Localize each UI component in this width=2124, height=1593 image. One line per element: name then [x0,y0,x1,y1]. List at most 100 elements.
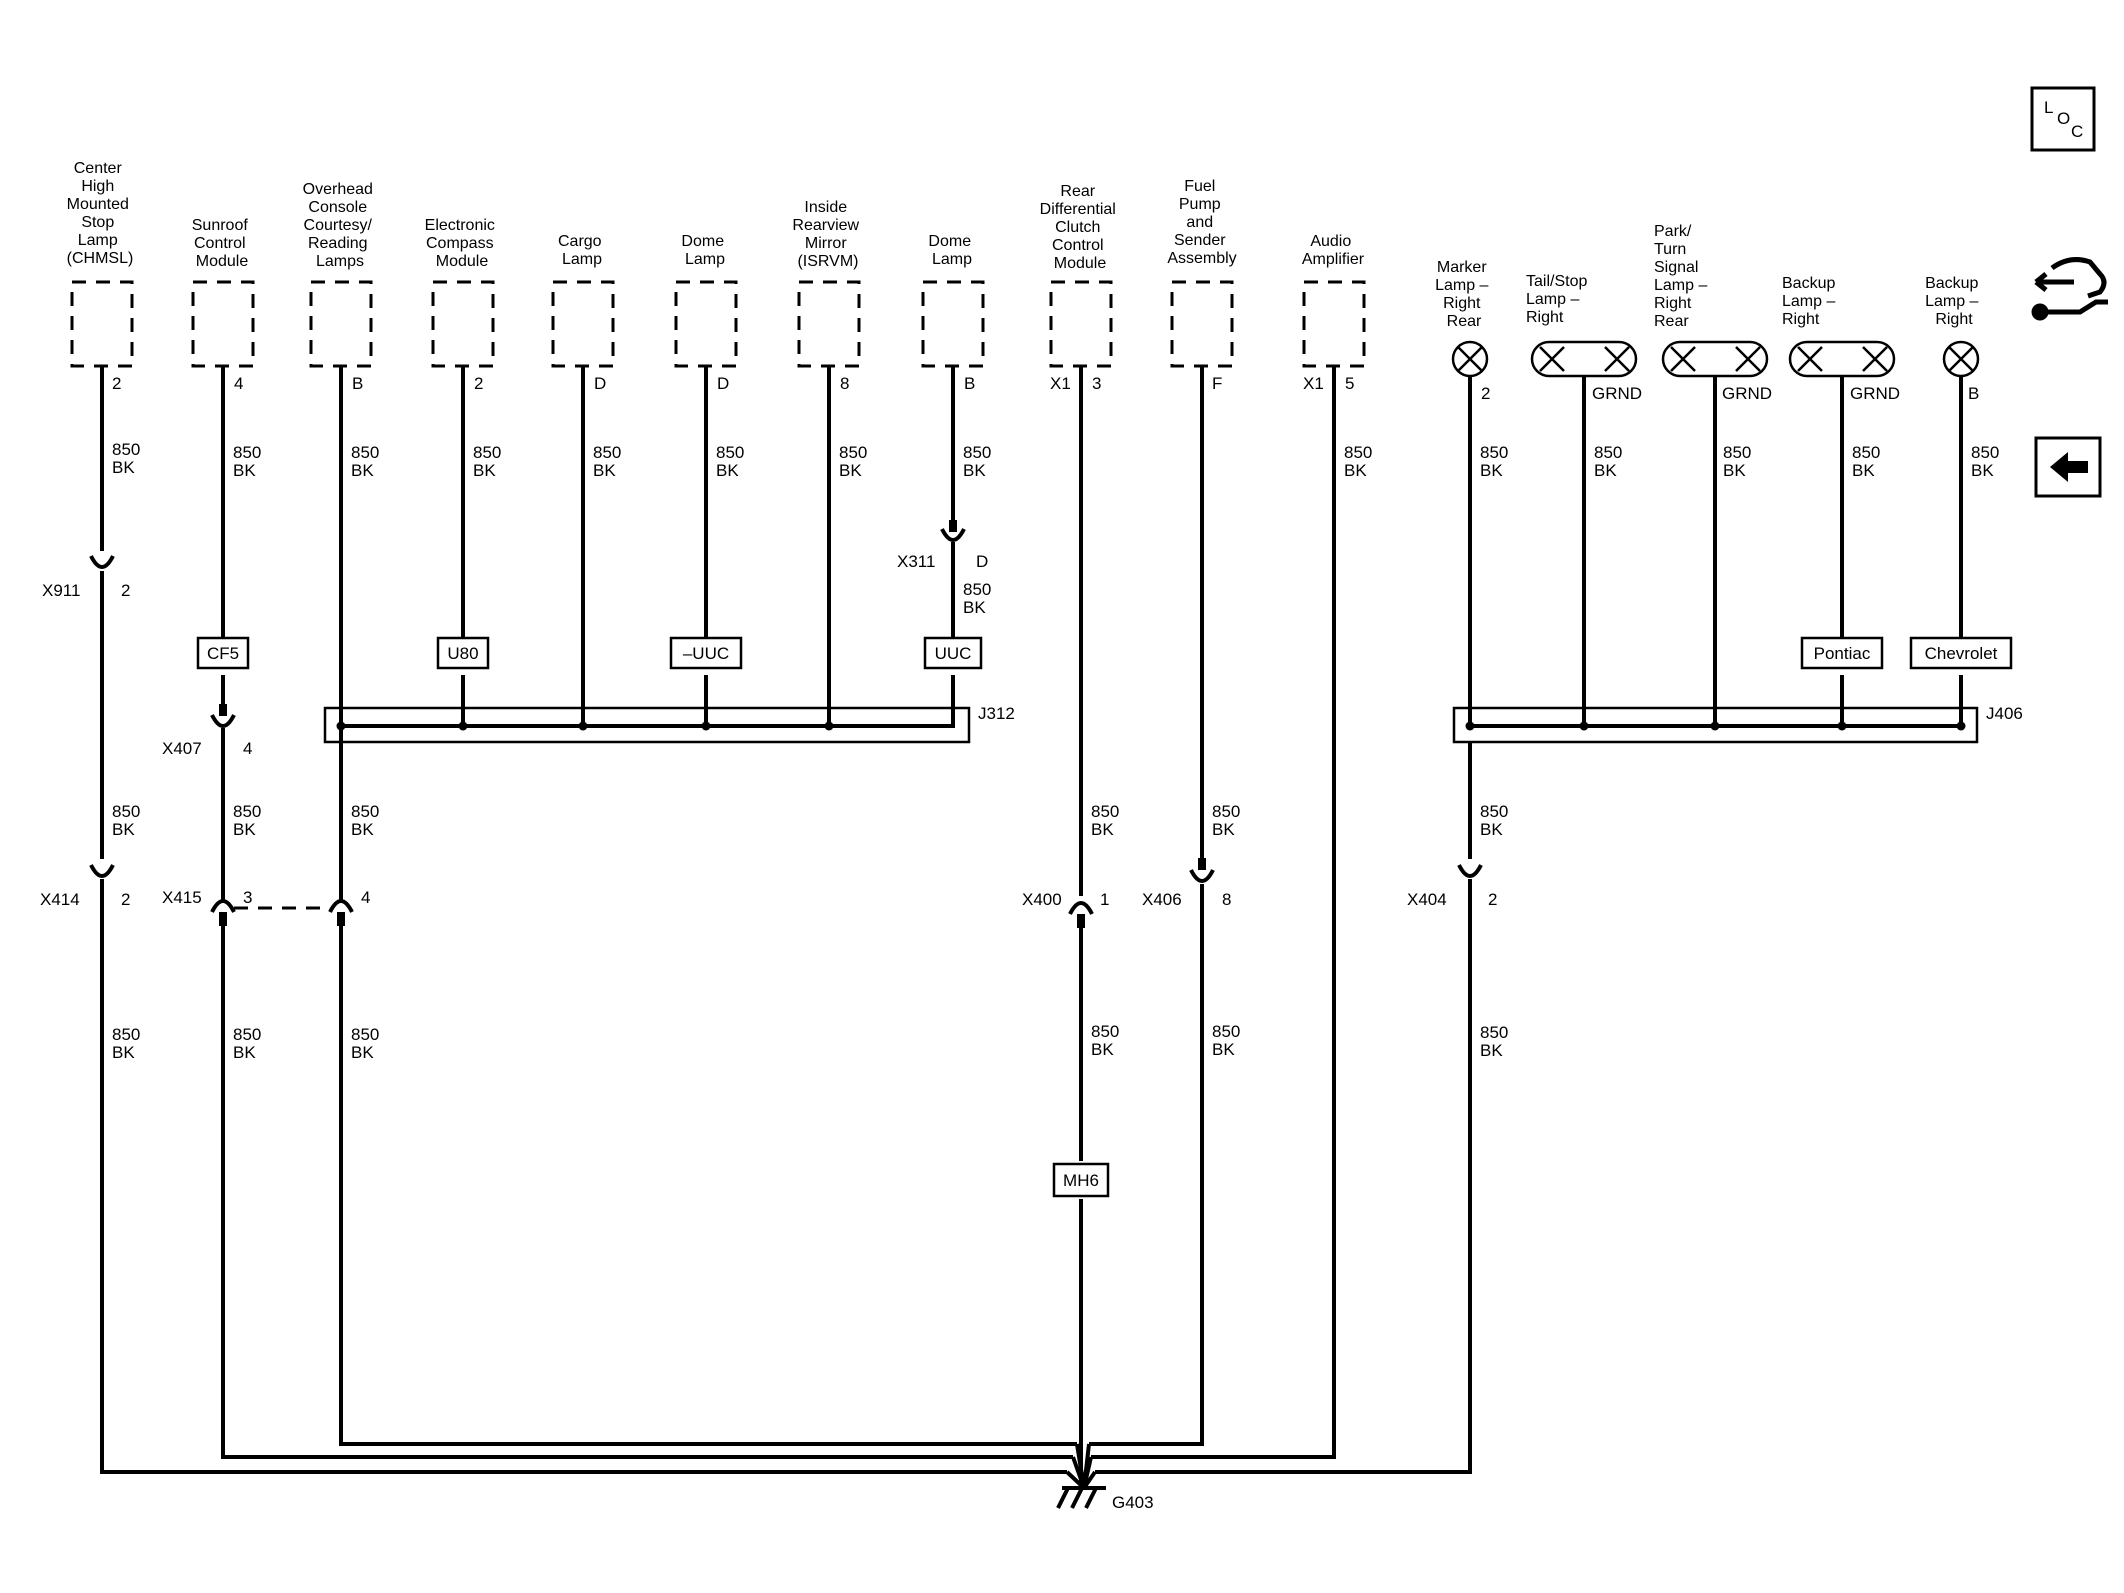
splice-packs [323,706,1979,744]
splice-j312-box [323,706,971,744]
option-chevrolet: Chevrolet [1909,636,2013,670]
box-overhead [309,280,373,368]
conn-x911-pin: 2 [121,581,130,600]
option-cf5: CF5 [196,636,250,670]
conn-x415-name: X415 [162,888,202,907]
conn-x911-name: X911 [42,581,80,600]
option-boxes: CF5 U80 –UUC UUC Pontiac Chevrolet MH6 [196,636,2013,1198]
splice-j312-label: J312 [978,704,1015,723]
connector-x414-icon [89,864,115,878]
component-boxes [70,280,1366,368]
inline-connectors [89,528,1483,915]
box-chmsl [70,280,134,368]
splice-j406-box [1452,706,1979,744]
pin-labels: 2 4 B 2 D D 8 B X1 3 F X1 5 2 GRND GRND … [112,374,1979,403]
label-compass: Electronic Compass Module [425,217,500,270]
label-backup1: Backup Lamp – Right [1782,275,1840,328]
connector-x400-icon [1068,901,1094,915]
option-u80: U80 [436,636,490,670]
label-sunroof: Sunroof Control Module [192,217,253,270]
bulb-marker-icon [1451,340,1489,378]
lamp-symbols [1451,340,1980,378]
conn-x400-name: X400 [1022,890,1062,909]
svg-text:Pontiac: Pontiac [1814,644,1871,663]
conn-x406-pin: 8 [1222,890,1231,909]
svg-text:MH6: MH6 [1063,1171,1099,1190]
box-dome2 [921,280,985,368]
pin-backup1: GRND [1850,384,1900,403]
wire-sunroof [221,366,1073,1459]
pin-backup2: B [1968,384,1979,403]
label-fuel: Fuel Pump and Sender Assembly [1167,178,1236,267]
wire-marker [1095,376,1472,1474]
label-cargo: Cargo Lamp [558,233,606,268]
conn-x400-pin: 1 [1100,890,1109,909]
connector-x406-icon [1189,869,1215,883]
connector-end-view-icon[interactable] [2031,257,2108,321]
wire-audio [1091,366,1336,1459]
option-uuc: UUC [923,636,983,670]
label-audio: Audio Amplifier [1302,233,1365,268]
conn-x404-pin: 2 [1488,890,1497,909]
box-audio [1302,280,1366,368]
connector-x415a-icon [210,899,236,913]
conn-x415-pin4: 4 [361,888,370,907]
label-marker: Marker Lamp – Right Rear [1435,259,1493,330]
pin-chmsl: 2 [112,374,121,393]
wire-overhead [339,366,1077,1446]
label-chmsl: Center High Mounted Stop Lamp (CHMSL) [67,160,134,267]
pin-dome1: D [717,374,729,393]
pin-rdcm: 3 [1092,374,1101,393]
conn-x311-pin: D [976,552,988,571]
svg-text:L: L [2044,98,2053,117]
option-not-uuc: –UUC [669,636,743,670]
pin-overhead: B [352,374,363,393]
conn-x415-pin3: 3 [243,888,252,907]
svg-text:Chevrolet: Chevrolet [1925,644,1998,663]
connector-labels: X911 2 X311 D X407 4 X414 2 X415 3 4 X40… [40,552,2023,909]
location-button[interactable]: L O C [2030,86,2096,152]
label-parkturn: Park/ Turn Signal Lamp – Right Rear [1654,223,1712,330]
svg-text:U80: U80 [447,644,478,663]
svg-text:O: O [2057,109,2070,128]
pin-compass: 2 [474,374,483,393]
connector-x311-icon [940,528,966,542]
box-fuel [1170,280,1234,368]
pin-cargo: D [594,374,606,393]
wire-ground-converge [1065,1443,1097,1490]
label-dome2: Dome Lamp [928,233,975,268]
back-arrow-button[interactable] [2034,436,2102,498]
label-mirror: Inside Rearview Mirror (ISRVM) [792,199,863,270]
nav-icons[interactable]: L O C [2030,86,2108,498]
ground-g403: G403 [1056,1486,1154,1512]
splice-dots [336,721,1966,731]
conn-x414-name: X414 [40,890,80,909]
box-mirror [797,280,861,368]
connector-x404-icon [1457,864,1483,878]
component-labels: Center High Mounted Stop Lamp (CHMSL) Su… [67,160,1979,330]
conn-x414-pin: 2 [121,890,130,909]
bulb-backup2-icon [1942,340,1980,378]
splice-j406-label: J406 [1986,704,2023,723]
pin-tailstop: GRND [1592,384,1642,403]
box-rdcm [1049,280,1113,368]
bulb-parkturn-icon [1661,340,1769,378]
box-sunroof [191,280,255,368]
